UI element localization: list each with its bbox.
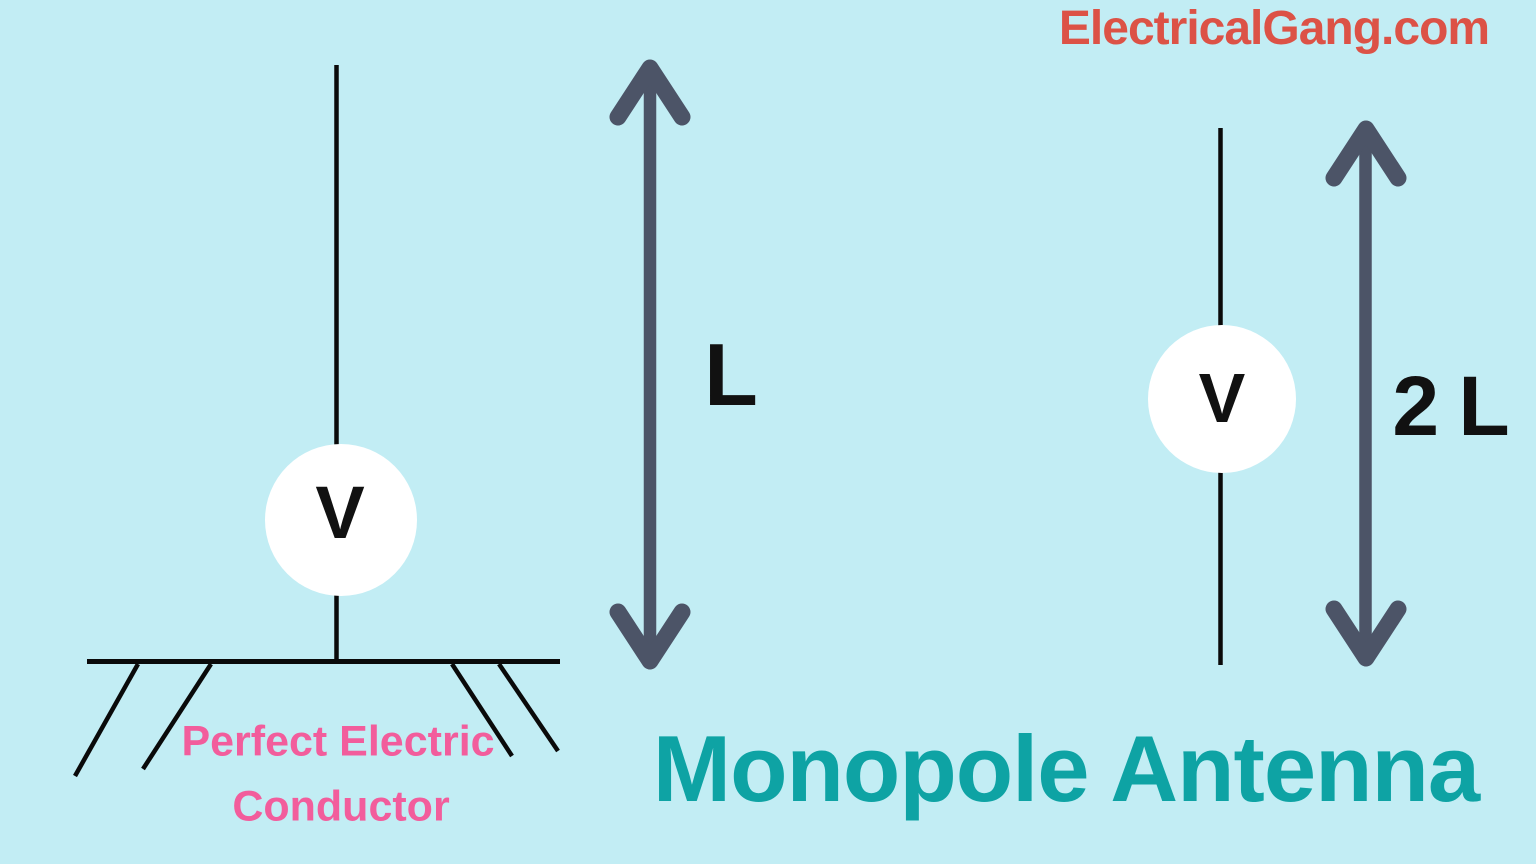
arrowhead-down-icon [1325, 600, 1407, 667]
ground-plane-icon [73, 659, 560, 778]
arrowhead-up-icon [1325, 120, 1407, 187]
left-voltage-source-label: V [315, 471, 365, 554]
ground-plane-label-line1: Perfect Electric [181, 717, 495, 766]
arrowhead-up-icon [609, 59, 691, 126]
arrowhead-down-icon [609, 603, 691, 670]
length-arrow-l-icon [609, 59, 691, 670]
voltage-source-circle [265, 444, 417, 596]
right-length-label: 2 L [1392, 359, 1509, 453]
left-antenna-group [73, 65, 560, 778]
diagram-title: Monopole Antenna [652, 716, 1480, 821]
length-arrow-2l-icon [1325, 120, 1407, 667]
right-antenna-group [1148, 128, 1296, 665]
voltage-source-circle [1148, 325, 1296, 473]
right-voltage-source-label: V [1198, 359, 1246, 437]
brand-logo: ElectricalGang.com [1058, 2, 1490, 55]
ground-plane-label-line2: Conductor [232, 782, 450, 831]
left-length-label: L [704, 325, 758, 424]
